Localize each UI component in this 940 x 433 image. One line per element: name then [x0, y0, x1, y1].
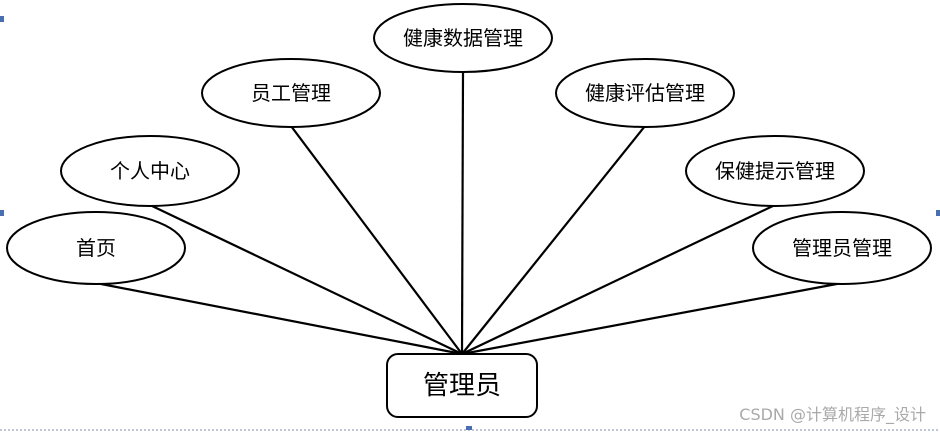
- attribute-node: 保健提示管理: [685, 135, 865, 207]
- connector-line: [149, 204, 463, 355]
- attribute-node: 管理员管理: [752, 211, 932, 285]
- attribute-node: 员工管理: [201, 58, 381, 128]
- connector-line: [461, 204, 776, 355]
- selection-handle: [936, 210, 940, 216]
- attribute-label: 保健提示管理: [715, 159, 835, 183]
- selection-handle: [0, 16, 4, 22]
- connector-lines: [95, 71, 843, 356]
- connector-line: [290, 125, 463, 355]
- root-node: 管理员: [386, 353, 538, 418]
- selection-handle: [0, 210, 4, 216]
- connector-line: [461, 125, 646, 355]
- connector-line: [95, 281, 463, 356]
- attribute-ellipse: [555, 58, 735, 128]
- attribute-ellipse: [60, 135, 240, 207]
- attribute-ellipse: [6, 211, 186, 285]
- connector-line: [460, 71, 465, 355]
- attribute-label: 首页: [76, 236, 116, 260]
- attribute-ellipse: [752, 211, 932, 285]
- attribute-node: 健康评估管理: [555, 58, 735, 128]
- attribute-ellipse: [201, 58, 381, 128]
- selection-handle: [466, 426, 472, 430]
- attribute-label: 健康数据管理: [403, 26, 523, 50]
- attribute-label: 个人中心: [110, 159, 190, 183]
- attribute-ellipse: [685, 135, 865, 207]
- root-label: 管理员: [423, 371, 501, 401]
- root-box: [386, 353, 538, 418]
- attribute-node: 健康数据管理: [373, 3, 553, 73]
- connector-line: [461, 281, 843, 356]
- attribute-node: 首页: [6, 211, 186, 285]
- attribute-label: 管理员管理: [792, 236, 892, 260]
- attribute-node: 个人中心: [60, 135, 240, 207]
- watermark: CSDN @计算机程序_设计: [739, 405, 926, 424]
- attribute-ellipse: [373, 3, 553, 73]
- attribute-label: 员工管理: [251, 81, 331, 105]
- attribute-label: 健康评估管理: [585, 81, 705, 105]
